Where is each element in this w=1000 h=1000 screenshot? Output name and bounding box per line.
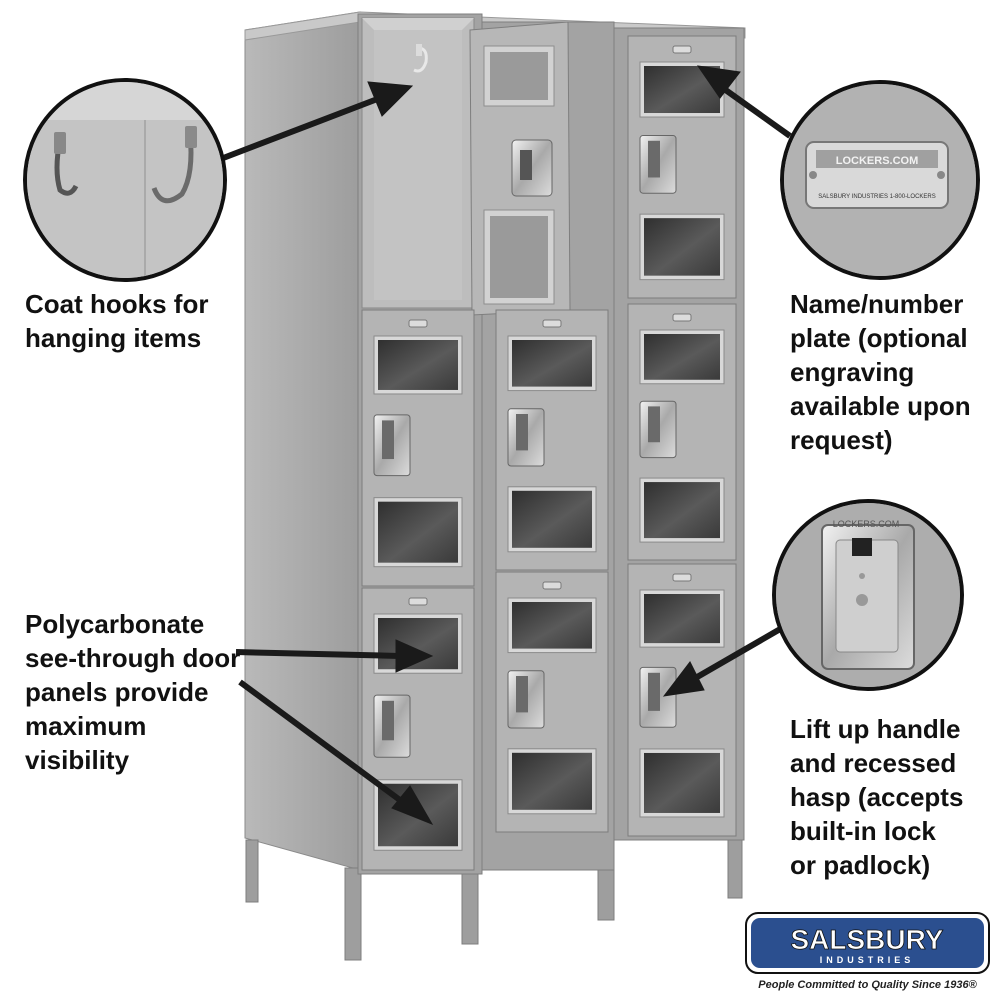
see-through-panel xyxy=(644,334,720,380)
see-through-panel xyxy=(378,501,458,563)
locker-door xyxy=(627,303,737,561)
callout-name-plate xyxy=(780,80,980,280)
open-door xyxy=(469,21,571,316)
caption-handle-hasp: Lift up handle and recessed hasp (accept… xyxy=(790,714,964,880)
see-through-panel xyxy=(512,490,592,548)
see-through-panel xyxy=(644,482,720,539)
see-through-panel xyxy=(512,340,592,387)
see-through-panel xyxy=(512,752,592,810)
see-through-panel xyxy=(512,602,592,649)
hasp-brand-text: LOCKERS.COM xyxy=(833,519,900,529)
caption-door-panels: Polycarbonate see-through door panels pr… xyxy=(25,609,241,775)
locker-legs xyxy=(245,835,743,961)
locker-doors xyxy=(361,35,737,871)
locker-door xyxy=(627,35,737,299)
see-through-panel xyxy=(644,218,720,276)
locker-door xyxy=(361,587,475,871)
see-through-panel xyxy=(644,594,720,644)
locker-door xyxy=(361,309,475,587)
logo-subtitle: INDUSTRIES xyxy=(820,955,915,965)
callout-coat-hooks xyxy=(23,78,227,282)
open-compartment xyxy=(361,17,475,309)
logo-tagline: People Committed to Quality Since 1936® xyxy=(758,979,977,991)
locker-door xyxy=(627,563,737,837)
caption-coat-hooks: Coat hooks for hanging items xyxy=(25,289,209,353)
logo-badge xyxy=(751,918,984,968)
locker-door xyxy=(495,571,609,833)
plate-sub-text: SALSBURY INDUSTRIES 1-800-LOCKERS xyxy=(818,194,936,200)
caption-name-plate: Name/number plate (optional engraving av… xyxy=(790,289,971,455)
salsbury-logo: SALSBURY INDUSTRIES xyxy=(745,912,990,974)
callout-hasp xyxy=(772,499,964,691)
logo-name: SALSBURY xyxy=(791,924,944,955)
plate-main-text: LOCKERS.COM xyxy=(836,155,919,167)
pointer-arrows xyxy=(216,65,792,826)
locker-door xyxy=(495,309,609,571)
see-through-panel xyxy=(644,752,720,813)
see-through-panel xyxy=(378,340,458,390)
